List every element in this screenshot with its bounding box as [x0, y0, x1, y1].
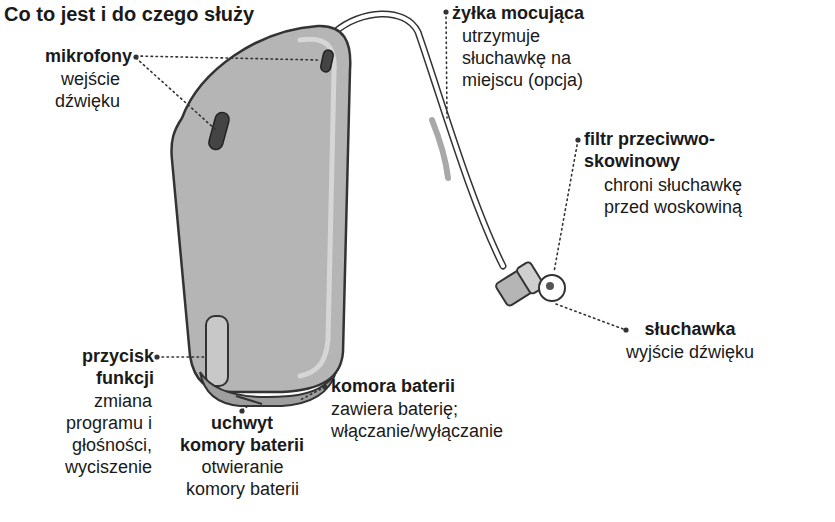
leader-dot [154, 354, 159, 359]
part-name: słuchawka [600, 318, 780, 340]
leader-dot [443, 9, 448, 14]
leader-dot [133, 54, 138, 59]
part-name: filtr przeciwwo- skowinowy [584, 128, 742, 172]
part-description: zawiera baterię; włączanie/wyłączanie [331, 398, 521, 442]
body-highlight [300, 39, 334, 376]
leader-dot [322, 384, 327, 389]
part-description: otwieranie komory baterii [180, 456, 305, 500]
battery-compartment [200, 372, 336, 406]
leader-line [300, 387, 325, 400]
leader-line [446, 12, 447, 118]
leader-line [157, 356, 206, 358]
wax-filter-hole [546, 282, 554, 290]
part-description: utrzymuje słuchawkę na miejscu (opcja) [462, 25, 612, 91]
part-name: uchwyt komory baterii [178, 412, 306, 456]
leader-line [136, 58, 216, 130]
hearing-aid-body [171, 26, 350, 392]
retention-line [432, 120, 448, 178]
leader-line [136, 56, 318, 60]
diagram-title: Co to jest i do czego służy [4, 2, 254, 26]
part-description: zmiana programu i głośności, wyciszenie [52, 390, 152, 478]
part-description: chroni słuchawkę przed woskowiną [590, 174, 742, 218]
part-name: przycisk funkcji [62, 345, 154, 389]
part-description: wejście dźwięku [20, 68, 120, 112]
leader-line [554, 140, 578, 272]
part-name: komora baterii [331, 375, 531, 397]
part-name: żyłka mocująca [452, 2, 622, 24]
function-button [206, 316, 228, 386]
receiver [494, 261, 546, 309]
part-name: mikrofony [40, 45, 132, 67]
leader-dot [623, 327, 628, 332]
part-description: wyjście dźwięku [600, 341, 780, 363]
leader-dot [239, 408, 244, 413]
leader-lines [136, 12, 626, 410]
leader-dot [575, 137, 580, 142]
leader-line [556, 304, 626, 330]
leader-dots [133, 9, 628, 413]
microphone-opening [207, 111, 230, 151]
microphone-opening [320, 49, 334, 73]
battery-door-grip [236, 396, 262, 404]
wax-filter [539, 275, 565, 301]
